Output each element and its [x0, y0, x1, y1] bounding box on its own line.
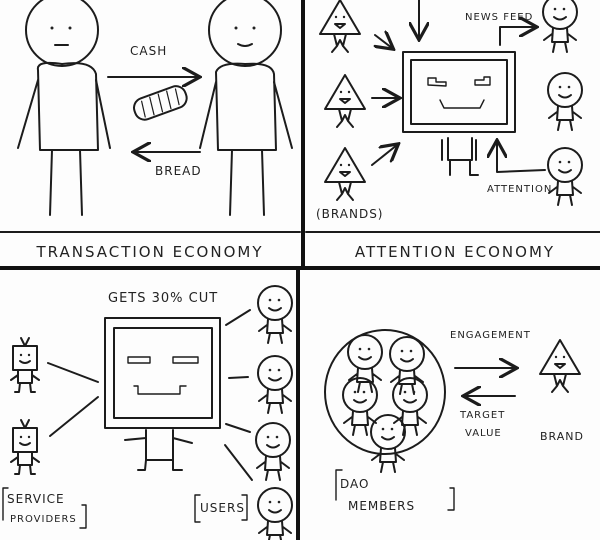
bread-loaf-icon — [133, 85, 188, 121]
dao-members-label-line1: DAO — [340, 477, 369, 491]
news-feed-label: NEWS FEED — [465, 12, 533, 23]
attention-economy-caption: ATTENTION ECONOMY — [355, 243, 555, 261]
brand-triangle — [324, 147, 366, 201]
dao-member — [392, 377, 428, 436]
panel-attention-economy: NEWS FEED ATTENTION (BRANDS) ATTENTION E… — [316, 0, 583, 261]
service-provider-robot — [10, 337, 40, 393]
cash-label: CASH — [130, 44, 167, 58]
user-figure — [257, 355, 293, 414]
panel-platform-cut: GETS 30% CUT SERVICE PROVIDERS USERS — [2, 285, 293, 540]
brand-label: BRAND — [540, 430, 584, 443]
user-figure — [542, 0, 578, 53]
user-figure — [547, 147, 583, 206]
dao-members-label-line2: MEMBERS — [348, 499, 415, 513]
brand-triangle — [539, 339, 581, 393]
service-providers-label-line2: PROVIDERS — [10, 514, 77, 525]
engagement-label: ENGAGEMENT — [450, 330, 531, 341]
panel-dao: DAO MEMBERS ENGAGEMENT TARGET VALUE BRAN… — [324, 329, 584, 513]
panel-transaction-economy: CASH BREAD TRANSACTION ECONOMY — [17, 0, 293, 261]
service-provider-robot — [10, 419, 40, 475]
seller-figure — [199, 0, 293, 216]
buyer-figure — [17, 0, 111, 216]
gets-cut-label: GETS 30% CUT — [108, 291, 218, 306]
platform-robot — [104, 317, 221, 471]
user-figure — [257, 487, 293, 540]
target-value-label-line2: VALUE — [465, 428, 502, 439]
transaction-economy-caption: TRANSACTION ECONOMY — [35, 243, 263, 261]
attention-label: ATTENTION — [487, 184, 552, 195]
target-value-label-line1: TARGET — [459, 410, 505, 421]
user-figure — [257, 285, 293, 344]
brand-triangle — [319, 0, 361, 53]
user-figure — [255, 422, 291, 481]
brand-triangle — [324, 74, 366, 128]
bread-label: BREAD — [155, 164, 202, 178]
dao-member — [347, 334, 383, 393]
user-figure — [547, 72, 583, 131]
platform-robot — [402, 51, 516, 176]
dao-members-circle — [324, 329, 446, 455]
brands-label: (BRANDS) — [316, 207, 384, 221]
users-label: USERS — [200, 501, 245, 515]
service-providers-label-line1: SERVICE — [7, 492, 65, 506]
